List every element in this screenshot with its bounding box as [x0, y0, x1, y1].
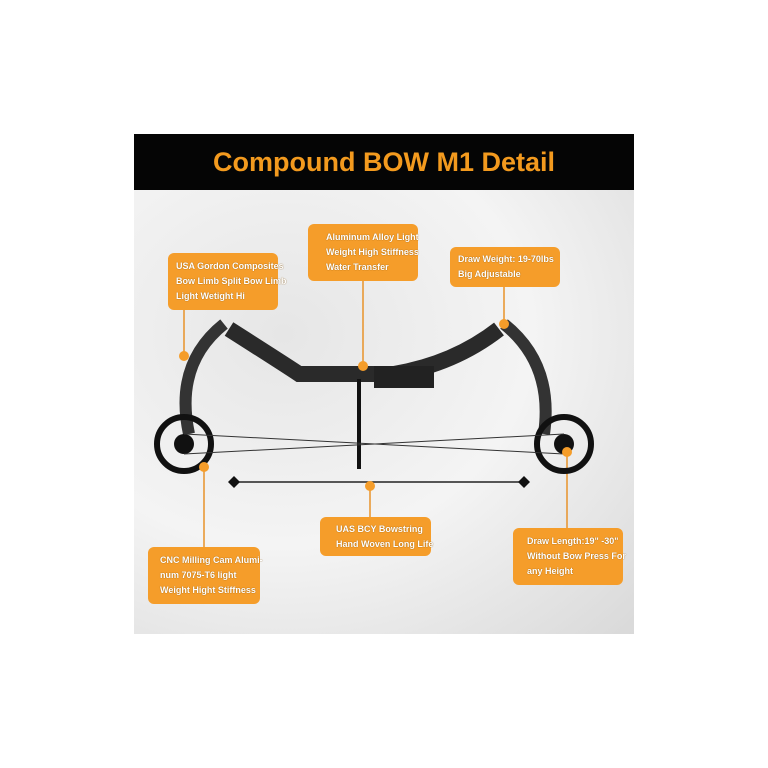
leader-lines [183, 281, 568, 547]
callout-line: Light Wetight Hi [176, 291, 245, 301]
callout-line: Without Bow Press For [527, 551, 626, 561]
callout-line: Aluminum Alloy Light [326, 232, 419, 242]
callout-line: num 7075-T6 light [160, 570, 237, 580]
product-image-panel: Compound BOW M1 Detail [134, 134, 634, 634]
callout-line: any Height [527, 566, 574, 576]
callout-cam: CNC Milling Cam Alumi- num 7075-T6 light… [148, 547, 263, 604]
page-title: Compound BOW M1 Detail [213, 146, 555, 177]
callout-line: Draw Weight: 19-70lbs [458, 254, 554, 264]
callout-line: USA Gordon Composites [176, 261, 284, 271]
header-bar: Compound BOW M1 Detail [134, 134, 634, 190]
callout-line: Weight High Stiffness [326, 247, 419, 257]
callout-riser: Aluminum Alloy Light Weight High Stiffne… [308, 224, 419, 281]
callout-line: Hand Woven Long Life [336, 539, 434, 549]
compound-bow-illustration [154, 281, 594, 547]
callout-bow-limb: USA Gordon Composites Bow Limb Split Bow… [168, 253, 287, 310]
callout-dots [179, 319, 572, 491]
callout-draw-length: Draw Length:19" -30" Without Bow Press F… [513, 528, 626, 585]
callout-line: Water Transfer [326, 262, 389, 272]
callout-line: Bow Limb Split Bow Limb [176, 276, 287, 286]
callout-bowstring: UAS BCY Bowstring Hand Woven Long Life [320, 517, 434, 556]
callout-line: Big Adjustable [458, 269, 521, 279]
callout-line: Weight Hight Stiffness [160, 585, 256, 595]
callout-line: Draw Length:19" -30" [527, 536, 619, 546]
callout-line: CNC Milling Cam Alumi- [160, 555, 263, 565]
bow-body [154, 319, 594, 488]
callout-draw-weight: Draw Weight: 19-70lbs Big Adjustable [450, 247, 560, 287]
callout-line: UAS BCY Bowstring [336, 524, 423, 534]
